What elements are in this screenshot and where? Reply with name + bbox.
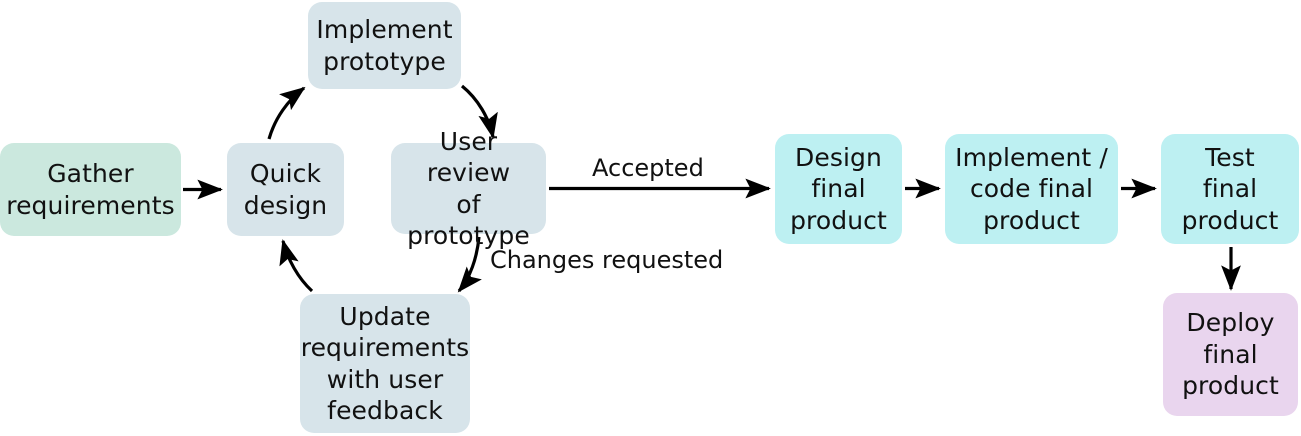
node-label: Test final product <box>1181 142 1279 235</box>
node-gather-requirements[interactable]: Gather requirements <box>0 143 181 236</box>
node-label: Design final product <box>790 142 887 235</box>
node-test-final-product[interactable]: Test final product <box>1161 134 1299 244</box>
edge-update-to-quick <box>279 239 314 293</box>
node-label: Gather requirements <box>6 159 175 220</box>
node-label: Deploy final product <box>1182 308 1279 401</box>
node-implement-prototype[interactable]: Implement prototype <box>308 2 461 89</box>
node-label: Implement / code final product <box>955 142 1108 235</box>
edge-label-changes-requested: Changes requested <box>490 246 724 274</box>
node-implement-code-final-product[interactable]: Implement / code final product <box>945 134 1118 244</box>
node-user-review-of-prototype[interactable]: User review of prototype <box>391 127 546 250</box>
node-label: User review of prototype <box>407 126 530 251</box>
node-quick-design[interactable]: Quick design <box>227 143 344 236</box>
edge-label-accepted: Accepted <box>592 154 704 182</box>
node-label: Update requirements with user feedback <box>300 301 470 426</box>
node-label: Quick design <box>243 159 328 220</box>
edge-quick-to-implement <box>267 86 306 140</box>
node-label: Implement prototype <box>316 15 453 76</box>
node-deploy-final-product[interactable]: Deploy final product <box>1163 293 1298 416</box>
node-design-final-product[interactable]: Design final product <box>775 134 902 244</box>
node-update-requirements-with-user-feedback[interactable]: Update requirements with user feedback <box>300 294 470 433</box>
